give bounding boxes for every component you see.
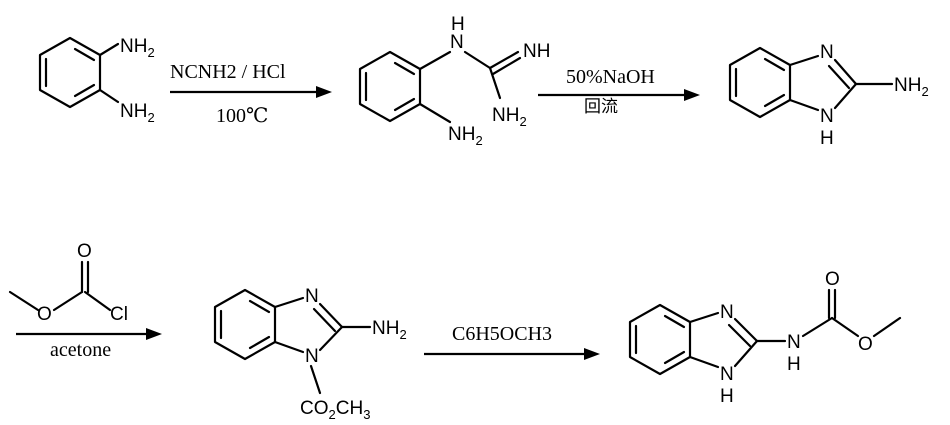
carbamate-ester-o: O — [858, 334, 873, 355]
imidazole-n1-label: N — [305, 346, 319, 367]
molecule-2-aminobenzimidazole: N N H NH2 — [728, 42, 929, 149]
reaction-arrow-2: 50%NaOH 回流 — [538, 66, 700, 116]
molecule-o-phenylenediamine: NH2 NH2 — [38, 36, 155, 125]
imidazole-nh-label-3: N — [720, 364, 734, 385]
temperature-label: 100℃ — [216, 105, 268, 127]
carbonyl-o-label: O — [77, 241, 92, 262]
guanidine-nh-label: N — [450, 32, 464, 53]
molecule-arylguanidine: N H NH NH2 NH2 — [358, 14, 550, 148]
amino-label: NH2 — [894, 75, 929, 99]
reaction-arrow-3: acetone — [16, 328, 162, 361]
imidazole-n-label-3: N — [720, 302, 734, 323]
solvent-anisole: C6H5OCH3 — [452, 323, 552, 345]
reagent-methyl-chloroformate: O O Cl — [8, 241, 128, 325]
molecule-carbendazim: N N H N H O O — [628, 269, 902, 407]
reaction-arrow-1: NCNH2 / HCl 100℃ — [170, 61, 332, 127]
imidazole-nh-label: N — [820, 106, 834, 127]
imine-label: NH — [523, 41, 550, 62]
amino-label-2: NH2 — [372, 318, 407, 342]
imidazole-h-label: H — [820, 128, 834, 149]
molecule-n-carbomethoxy-aminobenzimidazole: N N NH2 CO2CH3 — [213, 286, 407, 422]
carbamate-n-label: N — [787, 332, 801, 353]
imidazole-n-label-2: N — [305, 286, 319, 307]
carbamate-carbonyl-o: O — [825, 269, 840, 290]
chloro-label: Cl — [110, 304, 128, 325]
guanidine-nh2-label: NH2 — [492, 105, 527, 129]
reagent-naoh: 50%NaOH — [566, 66, 655, 88]
aryl-nh2-label: NH2 — [448, 124, 483, 148]
amine-label-bottom: NH2 — [120, 101, 155, 125]
reagent-ncnh2-hcl: NCNH2 / HCl — [170, 61, 286, 83]
imidazole-h-label-3: H — [720, 386, 734, 407]
amine-label-top: NH2 — [120, 36, 155, 60]
ester-o-label: O — [37, 304, 52, 325]
reflux-label: 回流 — [584, 97, 618, 116]
guanidine-nh-h: H — [451, 14, 465, 35]
imidazole-n-label: N — [820, 42, 834, 63]
carbamate-h-label: H — [787, 354, 801, 375]
reaction-arrow-4: C6H5OCH3 — [424, 323, 600, 360]
co2ch3-label: CO2CH3 — [300, 398, 370, 422]
solvent-acetone: acetone — [50, 339, 111, 361]
